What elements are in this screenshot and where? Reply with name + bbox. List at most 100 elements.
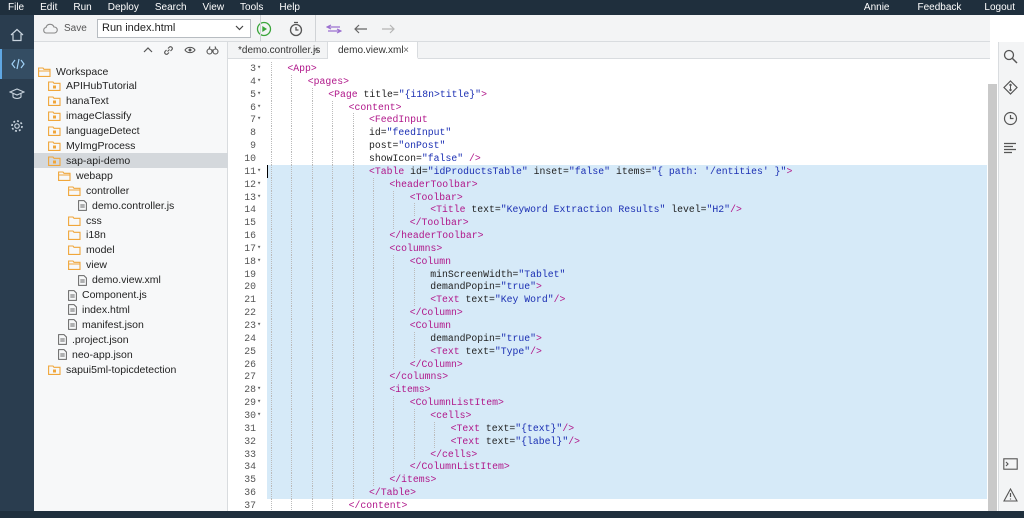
run-button[interactable] [256,15,272,42]
code-area[interactable]: 3▾<App>4▾<pages>5▾<Page title="{i18n>tit… [228,59,990,511]
tree-item[interactable]: css [34,213,228,228]
close-tab-icon[interactable]: × [403,45,409,56]
development-button[interactable] [0,49,34,79]
line-number: 25 [244,345,256,357]
code-text: showIcon="false" /> [369,152,481,165]
home-button[interactable] [0,20,34,50]
fold-toggle-icon[interactable]: ▾ [257,179,262,188]
tree-item[interactable]: APIHubTutorial [34,79,228,94]
binoculars-icon[interactable] [206,45,219,55]
tree-item[interactable]: i18n [34,228,228,243]
code-token: "feedInput" [386,127,452,139]
history-panel-button[interactable] [1003,111,1018,129]
tree-item[interactable]: demo.controller.js [34,198,228,213]
fold-toggle-icon[interactable]: ▾ [257,243,262,252]
tree-item[interactable]: neo-app.json [34,347,228,362]
fold-toggle-icon[interactable]: ▾ [257,398,262,407]
tree-item[interactable]: webapp [34,168,228,183]
navigate-back-button[interactable] [354,15,368,42]
fold-toggle-icon[interactable]: ▾ [257,256,262,265]
tree-item[interactable]: model [34,243,228,258]
tree-item-icon [58,349,67,360]
tree-item[interactable]: MyImgProcess [34,139,228,154]
indent-guide [311,357,313,371]
settings-button[interactable] [0,111,34,141]
git-button[interactable] [1003,80,1018,98]
tree-item[interactable]: imageClassify [34,109,228,124]
tree-item[interactable]: Component.js [34,288,228,303]
problems-button[interactable] [1003,487,1018,505]
editor-scrollbar[interactable] [988,84,997,511]
tab-demo-controller-js[interactable]: *demo.controller.js × [228,42,328,59]
save-button[interactable]: Save [42,15,87,42]
outline-button[interactable] [1003,142,1017,157]
tab-label: demo.view.xml [338,45,404,56]
fold-toggle-icon[interactable]: ▾ [257,410,262,419]
fold-toggle-icon[interactable]: ▾ [257,192,262,201]
menu-help[interactable]: Help [279,2,300,13]
tree-item[interactable]: view [34,258,228,273]
code-token: items= [610,165,652,177]
tree-item[interactable]: manifest.json [34,317,228,332]
learning-button[interactable] [0,79,34,109]
fold-toggle-icon[interactable]: ▾ [257,102,262,111]
navigate-forward-button[interactable] [381,15,395,42]
indent-guide [413,344,415,358]
tree-item[interactable]: index.html [34,302,228,317]
tab-demo-view-xml[interactable]: demo.view.xml × [328,42,418,59]
menu-tools[interactable]: Tools [240,2,264,13]
code-line: 5▾<Page title="{i18n>title}"> [228,87,990,101]
code-token: demandPopin= [430,332,501,344]
compare-button[interactable] [326,15,342,42]
tree-item[interactable]: Workspace [34,64,228,79]
code-text: demandPopin="true"> [430,332,542,345]
fold-toggle-icon[interactable]: ▾ [257,76,262,85]
link-icon[interactable] [163,45,174,56]
fold-toggle-icon[interactable]: ▾ [257,64,262,72]
menu-view[interactable]: View [202,2,225,13]
collapse-all-icon[interactable] [143,45,153,55]
code-text: </cells> [430,448,477,461]
menu-run[interactable]: Run [73,2,92,13]
indent-guide [352,370,354,384]
menu-deploy[interactable]: Deploy [107,2,139,13]
fold-toggle-icon[interactable]: ▾ [257,89,262,98]
fold-toggle-icon[interactable]: ▾ [257,166,262,175]
fold-toggle-icon[interactable]: ▾ [257,385,262,394]
history-button[interactable] [288,15,304,42]
run-configuration-select[interactable]: Run index.html [97,19,251,38]
tree-item-label: APIHubTutorial [66,80,137,93]
logout-link[interactable]: Logout [984,2,1015,13]
tree-item[interactable]: .project.json [34,332,228,347]
menu-file[interactable]: File [8,2,25,13]
indent-guide [352,293,354,307]
fold-toggle-icon[interactable]: ▾ [257,321,262,329]
indent-guide [291,486,293,500]
indent-guide [373,267,374,281]
menu-search[interactable]: Search [154,2,187,13]
tree-item[interactable]: languageDetect [34,124,228,139]
eye-icon[interactable] [184,45,196,55]
indent-guide [311,126,313,140]
user-menu[interactable]: Annie [863,2,890,13]
indent-guide [271,331,272,345]
tree-item[interactable]: sap-api-demo [34,153,228,169]
console-button[interactable] [1003,458,1018,473]
feedback-link[interactable]: Feedback [917,2,962,13]
fold-toggle-icon[interactable]: ▾ [257,115,262,124]
selection-highlight [267,216,987,230]
selection-highlight [267,486,987,500]
tree-item[interactable]: demo.view.xml [34,273,228,288]
indent-guide [291,164,293,178]
menu-edit[interactable]: Edit [40,2,58,13]
tree-item[interactable]: hanaText [34,94,228,109]
search-button[interactable] [1003,49,1018,67]
tree-item[interactable]: sapui5ml-topicdetection [34,362,228,377]
selection-highlight [267,434,987,448]
code-text: <Column [410,319,451,332]
indent-guide [373,408,374,422]
tree-item[interactable]: controller [34,183,228,198]
close-tab-icon[interactable]: × [313,45,319,56]
